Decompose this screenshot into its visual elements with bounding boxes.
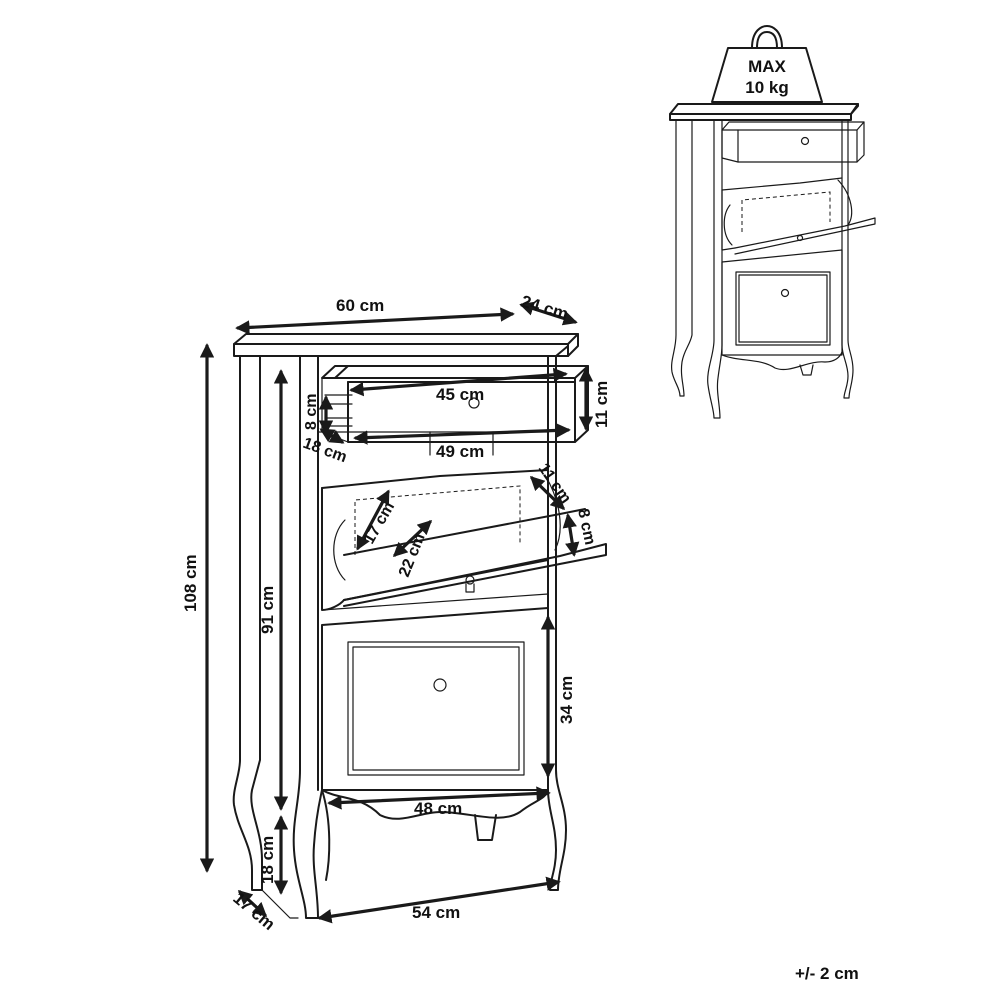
- dimension-lines: [199, 301, 594, 924]
- dim-leg-depth: 17 cm: [229, 889, 278, 935]
- dim-lower-door-height: 34 cm: [557, 676, 576, 724]
- small-cabinet-drawing: [669, 103, 876, 419]
- dim-total-depth: 24 cm: [519, 292, 571, 324]
- dim-drawer-inner-width: 45 cm: [436, 385, 484, 404]
- dim-drawer-outer-width: 49 cm: [436, 442, 484, 461]
- dim-body-height: 91 cm: [258, 586, 277, 634]
- max-weight-icon: MAX 10 kg: [711, 25, 823, 103]
- dim-flap-height: 8 cm: [574, 507, 598, 546]
- dim-total-height: 108 cm: [181, 554, 200, 612]
- tolerance-note: +/- 2 cm: [795, 964, 859, 983]
- dim-lower-door-width: 48 cm: [414, 799, 462, 818]
- dim-leg-height: 18 cm: [258, 836, 277, 884]
- dim-drawer-inner-height: 8 cm: [303, 394, 320, 430]
- main-cabinet-drawing: [232, 333, 607, 919]
- dim-drawer-height: 11 cm: [592, 381, 611, 428]
- dim-flap-depth-a: 17 cm: [361, 499, 398, 547]
- max-weight-value: 10 kg: [745, 78, 788, 97]
- dim-base-width: 54 cm: [412, 903, 460, 922]
- dim-total-width: 60 cm: [336, 296, 384, 315]
- max-weight-label: MAX: [748, 57, 786, 76]
- dim-flap-depth-b: 22 cm: [396, 531, 429, 579]
